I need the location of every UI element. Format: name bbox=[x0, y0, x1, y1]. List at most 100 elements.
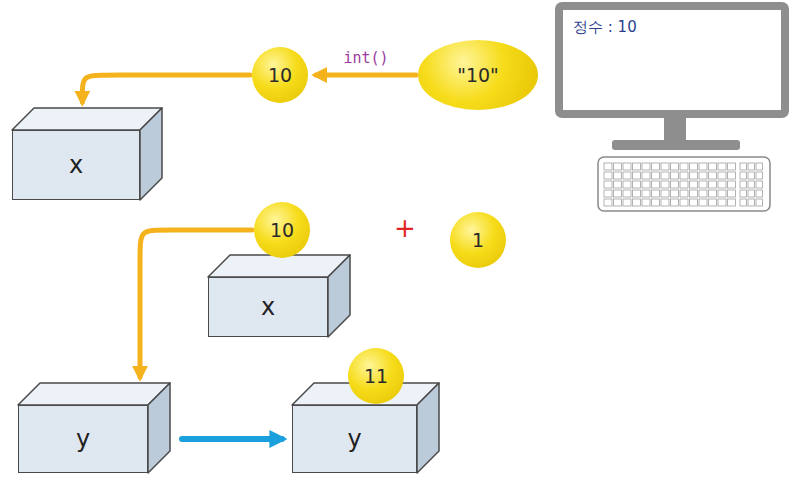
key bbox=[690, 199, 698, 206]
key bbox=[671, 190, 679, 197]
key bbox=[699, 172, 707, 179]
key bbox=[740, 163, 747, 170]
key bbox=[728, 163, 736, 170]
key bbox=[633, 163, 641, 170]
box-side bbox=[140, 108, 162, 200]
key bbox=[740, 172, 747, 179]
key bbox=[671, 172, 679, 179]
key bbox=[680, 190, 688, 197]
key bbox=[690, 181, 698, 188]
key bbox=[633, 172, 641, 179]
key bbox=[709, 181, 717, 188]
key bbox=[623, 163, 631, 170]
keyboard-keys bbox=[604, 163, 763, 206]
node-text: x bbox=[69, 151, 83, 179]
box-top bbox=[12, 108, 162, 130]
int-value: 1 bbox=[450, 212, 506, 268]
key bbox=[748, 181, 755, 188]
key bbox=[756, 181, 763, 188]
key bbox=[690, 163, 698, 170]
key bbox=[748, 199, 755, 206]
key bbox=[614, 199, 622, 206]
key bbox=[709, 199, 717, 206]
monitor-base bbox=[612, 140, 740, 150]
key bbox=[642, 163, 650, 170]
key bbox=[614, 163, 622, 170]
key bbox=[604, 181, 612, 188]
key bbox=[652, 163, 660, 170]
monitor-screen: 정수 : 10 bbox=[555, 2, 789, 118]
key bbox=[709, 190, 717, 197]
edge-label: int() bbox=[340, 49, 391, 67]
monitor-neck bbox=[664, 118, 686, 142]
key bbox=[642, 181, 650, 188]
key bbox=[604, 172, 612, 179]
key bbox=[748, 163, 755, 170]
key bbox=[699, 181, 707, 188]
variable-box: x bbox=[208, 277, 328, 337]
box-side bbox=[417, 383, 439, 473]
key bbox=[623, 199, 631, 206]
key bbox=[728, 199, 736, 206]
key bbox=[756, 172, 763, 179]
key bbox=[709, 172, 717, 179]
key bbox=[718, 163, 726, 170]
key bbox=[740, 181, 747, 188]
node-text: 1 bbox=[472, 229, 484, 251]
key bbox=[671, 181, 679, 188]
key bbox=[661, 181, 669, 188]
key bbox=[633, 199, 641, 206]
flow-arrow bbox=[82, 75, 250, 102]
box-side bbox=[328, 255, 350, 337]
key bbox=[699, 163, 707, 170]
key bbox=[680, 172, 688, 179]
key bbox=[728, 190, 736, 197]
key bbox=[652, 190, 660, 197]
node-text: y bbox=[347, 425, 361, 453]
key bbox=[740, 199, 747, 206]
variable-box: y bbox=[292, 405, 417, 473]
key bbox=[661, 163, 669, 170]
key bbox=[633, 181, 641, 188]
key bbox=[748, 172, 755, 179]
key bbox=[740, 190, 747, 197]
key bbox=[671, 199, 679, 206]
key bbox=[680, 199, 688, 206]
keyboard bbox=[598, 157, 770, 211]
node-text: 정수 : 10 bbox=[573, 18, 637, 37]
key bbox=[604, 199, 612, 206]
int-value: 11 bbox=[348, 348, 404, 404]
node-text: 10 bbox=[268, 64, 292, 86]
int-value: 10 bbox=[254, 202, 310, 258]
flow-arrow bbox=[182, 436, 282, 442]
key bbox=[604, 163, 612, 170]
key bbox=[680, 181, 688, 188]
key bbox=[614, 172, 622, 179]
key bbox=[718, 181, 726, 188]
key bbox=[728, 172, 736, 179]
key bbox=[718, 199, 726, 206]
string-value: "10" bbox=[418, 40, 538, 110]
key bbox=[633, 190, 641, 197]
key bbox=[756, 199, 763, 206]
node-text: 11 bbox=[364, 365, 388, 387]
key bbox=[756, 163, 763, 170]
key bbox=[690, 190, 698, 197]
key bbox=[642, 190, 650, 197]
key bbox=[614, 181, 622, 188]
key bbox=[652, 181, 660, 188]
variable-box: y bbox=[18, 405, 148, 473]
key bbox=[652, 172, 660, 179]
key bbox=[671, 163, 679, 170]
box-top bbox=[208, 255, 350, 277]
key bbox=[756, 190, 763, 197]
key bbox=[614, 190, 622, 197]
variable-box: x bbox=[12, 130, 140, 200]
key bbox=[718, 190, 726, 197]
key bbox=[652, 199, 660, 206]
key bbox=[604, 190, 612, 197]
key bbox=[699, 190, 707, 197]
box-faces bbox=[12, 108, 439, 473]
